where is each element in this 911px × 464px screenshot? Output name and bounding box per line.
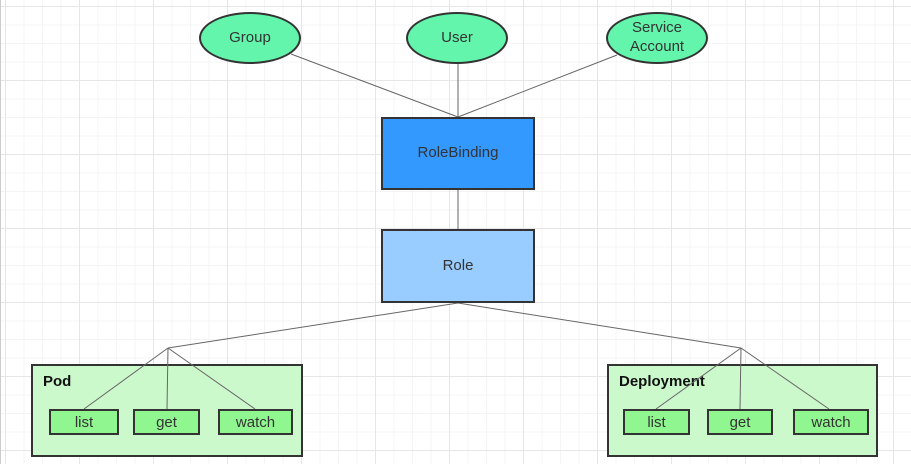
verb-deployment-get[interactable]: get — [707, 409, 773, 435]
node-user[interactable]: User — [406, 12, 508, 64]
node-user-label: User — [441, 28, 473, 46]
node-service-account[interactable]: Service Account — [606, 12, 708, 64]
node-rolebinding[interactable]: RoleBinding — [381, 117, 535, 190]
node-rolebinding-label: RoleBinding — [417, 144, 499, 162]
verb-deployment-list[interactable]: list — [623, 409, 690, 435]
verb-deployment-watch-label: watch — [811, 413, 851, 431]
verb-pod-get-label: get — [156, 413, 177, 431]
verb-pod-watch-label: watch — [235, 413, 276, 431]
edge-serviceaccount-rolebinding — [457, 54, 618, 118]
edge-role-pod-fan — [167, 302, 459, 349]
node-role-label: Role — [442, 256, 474, 274]
container-deployment-title: Deployment — [619, 373, 705, 390]
node-role[interactable]: Role — [381, 229, 535, 303]
verb-pod-list-label: list — [74, 413, 94, 431]
node-service-account-label: Service Account — [629, 19, 685, 55]
verb-deployment-watch[interactable]: watch — [793, 409, 869, 435]
node-group[interactable]: Group — [199, 12, 301, 64]
verb-pod-get[interactable]: get — [133, 409, 200, 435]
verb-pod-list[interactable]: list — [49, 409, 119, 435]
node-group-label: Group — [229, 28, 271, 46]
edge-group-rolebinding — [290, 53, 459, 118]
verb-deployment-get-label: get — [729, 413, 751, 431]
verb-deployment-list-label: list — [647, 413, 666, 431]
verb-pod-watch[interactable]: watch — [218, 409, 293, 435]
container-pod-title: Pod — [43, 373, 72, 390]
edge-role-deployment-fan — [457, 302, 742, 349]
